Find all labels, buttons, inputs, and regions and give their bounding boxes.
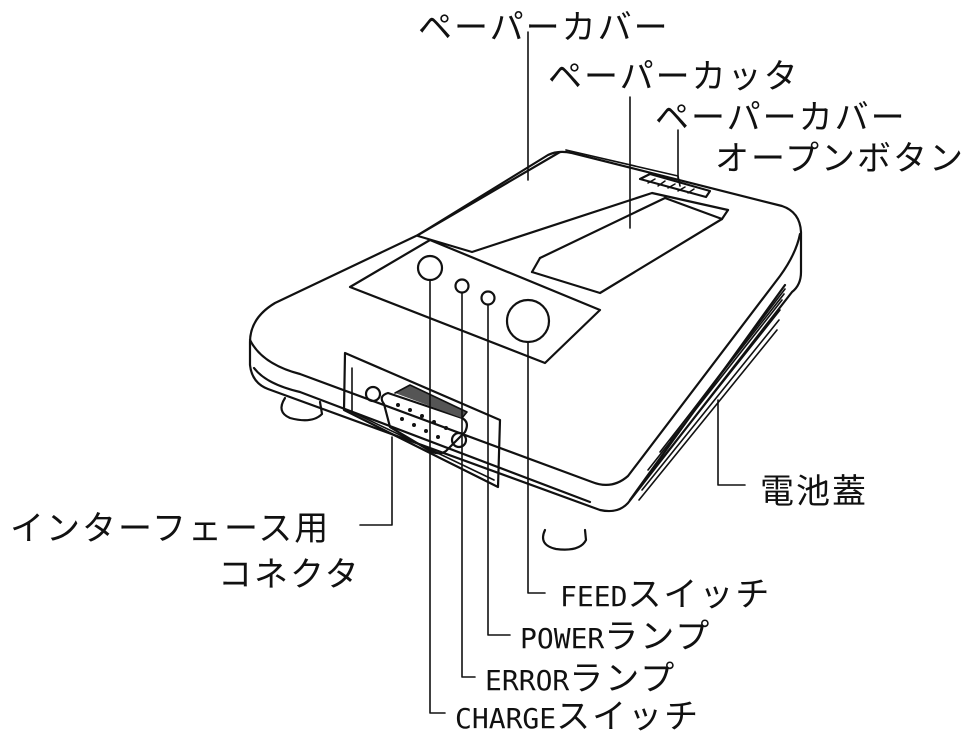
error-lamp-label-jp: ランプ (569, 659, 677, 699)
charge-switch (416, 254, 444, 282)
interface-connector-label-line2: コネクタ (218, 555, 361, 595)
open-button-label-line2: オープンボタン (715, 139, 965, 179)
front-left-foot (280, 396, 324, 422)
db9-connector (380, 391, 469, 455)
lower-seam (252, 366, 592, 504)
error-lamp-label: ERRORランプ (485, 662, 676, 696)
feed-switch-label-jp: スイッチ (627, 575, 772, 615)
leader-interface-connector (359, 436, 393, 526)
charge-switch-label-ascii: CHARGE (455, 702, 557, 735)
control-panel (348, 238, 602, 365)
error-lamp-label-ascii: ERROR (485, 664, 570, 697)
paper-cutter-label: ペーパーカッタ (548, 57, 800, 97)
battery-cover-label: 電池蓋 (760, 472, 868, 512)
feed-switch-label-ascii: FEED (560, 580, 628, 613)
leader-error-lamp (461, 292, 476, 678)
leader-charge-switch (429, 279, 446, 714)
connector-panel (342, 351, 502, 489)
feed-switch-label: FEEDスイッチ (560, 578, 771, 612)
cutter-back-edge (538, 196, 667, 260)
cutter-front-edge (530, 208, 730, 295)
leader-power-lamp (487, 304, 511, 636)
open-button (638, 172, 712, 199)
top-front-edge (248, 232, 802, 487)
paper-cover-edge (416, 150, 562, 237)
cutter-left-edge (530, 256, 542, 274)
charge-switch-label-jp: スイッチ (556, 697, 701, 737)
paper-cover-label: ペーパーカバー (418, 8, 670, 48)
cutter-right-edge (663, 196, 724, 221)
leader-battery-cover (717, 399, 746, 486)
error-lamp (454, 278, 470, 294)
power-lamp-label-ascii: POWER (520, 622, 605, 655)
feed-switch (505, 298, 551, 344)
power-lamp (480, 290, 496, 306)
cover-front-edge (416, 191, 730, 254)
front-right-foot (541, 528, 588, 551)
power-lamp-label: POWERランプ (520, 620, 711, 654)
power-lamp-label-jp: ランプ (604, 617, 712, 657)
charge-switch-label: CHARGEスイッチ (455, 700, 700, 734)
open-button-label-line1: ペーパーカバー (655, 98, 907, 138)
interface-connector-label-line1: インターフェース用 (10, 509, 331, 549)
leader-feed-switch (527, 341, 546, 594)
